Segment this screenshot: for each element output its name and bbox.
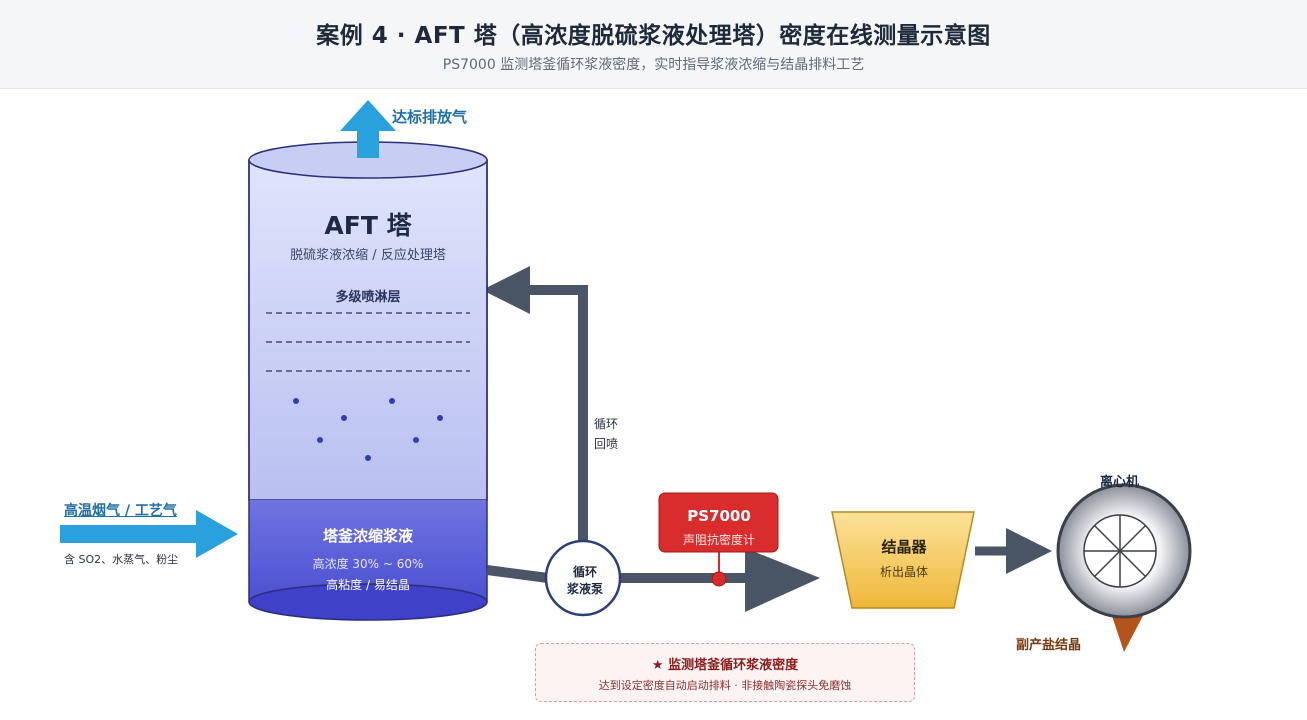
crystallizer-name: 结晶器 bbox=[881, 538, 927, 556]
centrifuge-icon bbox=[1056, 483, 1192, 652]
exhaust-label: 达标排放气 bbox=[392, 108, 468, 126]
recirculation-pipe bbox=[482, 266, 588, 555]
ps7000-meter bbox=[658, 492, 779, 587]
note-title: ★ 监测塔釜循环浆液密度 bbox=[651, 658, 799, 673]
page-title: 案例 4 · AFT 塔（高浓度脱硫浆液处理塔）密度在线测量示意图 bbox=[316, 23, 991, 49]
byproduct-outlet bbox=[1110, 610, 1146, 652]
spray-droplets bbox=[293, 398, 443, 461]
inlet-arrow-icon bbox=[60, 510, 238, 558]
crystallizer bbox=[831, 511, 975, 609]
meter-name: PS7000 bbox=[687, 507, 751, 525]
recirculation-label-line2: 回喷 bbox=[594, 437, 619, 451]
main-feed-pipe bbox=[620, 548, 820, 612]
tower-outlet-pipe bbox=[486, 565, 549, 583]
pump-label-line2: 浆液泵 bbox=[566, 582, 603, 596]
recirculation-label-line1: 循环 bbox=[594, 417, 619, 431]
kettle-property: 高粘度 / 易结晶 bbox=[326, 578, 410, 592]
kettle-concentration: 高浓度 30% ~ 60% bbox=[312, 557, 424, 571]
kettle-label: 塔釜浓缩浆液 bbox=[322, 527, 413, 545]
note-description: 达到设定密度自动启动排料 · 非接触陶瓷探头免磨蚀 bbox=[598, 679, 852, 692]
tower-name: AFT 塔 bbox=[324, 211, 412, 240]
recirculation-label: 循环 回喷 bbox=[594, 414, 618, 454]
spray-layer-label: 多级喷淋层 bbox=[335, 290, 401, 305]
meter-description: 声阻抗密度计 bbox=[682, 533, 755, 547]
flue-gas-label: 高温烟气 / 工艺气 bbox=[64, 503, 177, 519]
page-subtitle: PS7000 监测塔釜循环浆液密度，实时指导浆液浓缩与结晶排料工艺 bbox=[442, 57, 865, 73]
byproduct-label: 副产盐结晶 bbox=[1016, 638, 1082, 653]
crystallizer-description: 析出晶体 bbox=[879, 565, 928, 579]
flow-arrow-icon bbox=[1006, 528, 1052, 574]
pump-label: 循环 浆液泵 bbox=[546, 564, 624, 598]
pump-label-line1: 循环 bbox=[572, 565, 597, 579]
centrifuge-label: 离心机 bbox=[1100, 475, 1140, 490]
note-box bbox=[535, 643, 915, 702]
exhaust-arrow-icon bbox=[340, 100, 396, 158]
pump-icon bbox=[544, 539, 622, 617]
centrifuge-feed-pipe bbox=[975, 528, 1052, 574]
flow-arrow-icon bbox=[482, 266, 530, 314]
flow-arrow-icon bbox=[745, 548, 820, 612]
flue-gas-description: 含 SO2、水蒸气、粉尘 bbox=[64, 553, 179, 566]
tower-subtitle: 脱硫浆液浓缩 / 反应处理塔 bbox=[290, 248, 446, 263]
header: 案例 4 · AFT 塔（高浓度脱硫浆液处理塔）密度在线测量示意图 PS7000… bbox=[0, 0, 1307, 89]
